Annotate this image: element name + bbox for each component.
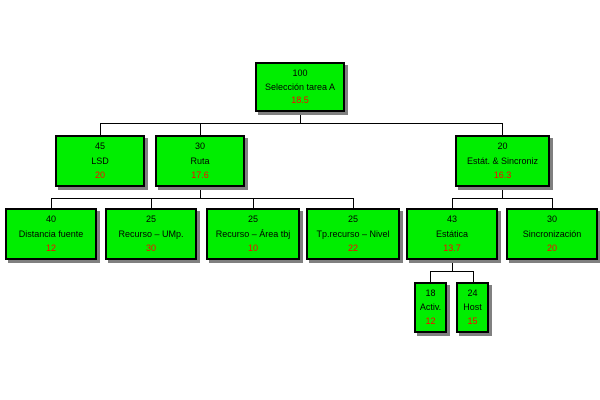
node-label: Estát. & Sincroniz xyxy=(466,155,539,166)
connector-line xyxy=(300,112,301,123)
connector-line xyxy=(502,187,503,198)
connector-line xyxy=(151,198,152,208)
node-weight: 25 xyxy=(347,214,358,224)
connector-line xyxy=(430,271,474,272)
connector-line xyxy=(51,198,52,208)
node-lsd: 45 LSD 20 xyxy=(55,135,145,187)
node-estat-sincroniz: 20 Estát. & Sincroniz 16.3 xyxy=(455,135,550,187)
node-ruta: 30 Ruta 17.6 xyxy=(155,135,245,187)
node-value: 16.3 xyxy=(493,170,512,180)
node-value: 17.6 xyxy=(191,170,209,180)
node-weight: 43 xyxy=(446,214,457,224)
node-value: 18.5 xyxy=(291,95,309,105)
node-value: 22 xyxy=(347,243,358,253)
connector-line xyxy=(200,123,201,135)
node-label: Distancia fuente xyxy=(18,228,84,239)
node-value: 12 xyxy=(45,243,56,253)
node-estatica: 43 Estática 13.7 xyxy=(406,208,498,260)
node-value: 12 xyxy=(425,316,436,326)
connector-line xyxy=(253,198,254,208)
connector-line xyxy=(452,198,553,199)
node-value: 15 xyxy=(467,316,478,326)
node-weight: 40 xyxy=(45,214,56,224)
node-tprecurso-nivel: 25 Tp.recurso – Nivel 22 xyxy=(306,208,400,260)
node-weight: 25 xyxy=(247,214,258,224)
connector-line xyxy=(452,198,453,208)
node-weight: 30 xyxy=(546,214,557,224)
connector-line xyxy=(502,123,503,135)
connector-line xyxy=(452,260,453,271)
node-weight: 24 xyxy=(467,288,478,298)
node-label: Selección tarea A xyxy=(264,81,336,92)
connector-line xyxy=(473,271,474,282)
node-weight: 45 xyxy=(94,141,105,151)
node-label: Recurso – UMp. xyxy=(118,228,184,239)
node-sincronizacion: 30 Sincronización 20 xyxy=(506,208,598,260)
node-weight: 30 xyxy=(194,141,205,151)
node-value: 10 xyxy=(247,243,258,253)
node-host: 24 Host 15 xyxy=(456,282,489,333)
node-label: Tp.recurso – Nivel xyxy=(316,228,390,239)
node-label: Estática xyxy=(435,228,468,239)
node-recurso-area-tbj: 25 Recurso – Área tbj 10 xyxy=(206,208,300,260)
connector-line xyxy=(51,198,354,199)
node-label: Activ. xyxy=(419,302,442,312)
node-distancia-fuente: 40 Distancia fuente 12 xyxy=(5,208,97,260)
node-value: 13.7 xyxy=(443,243,461,253)
connector-line xyxy=(552,198,553,208)
node-recurso-ump: 25 Recurso – UMp. 30 xyxy=(105,208,197,260)
node-weight: 20 xyxy=(497,141,508,151)
node-weight: 18 xyxy=(425,288,436,298)
connector-line xyxy=(200,187,201,198)
node-value: 20 xyxy=(94,170,105,180)
connector-line xyxy=(430,271,431,282)
node-value: 30 xyxy=(145,243,156,253)
connector-line xyxy=(100,123,503,124)
node-label: Ruta xyxy=(190,155,210,166)
node-seleccion-tarea-a: 100 Selección tarea A 18.5 xyxy=(255,62,345,112)
connector-line xyxy=(100,123,101,135)
node-weight: 100 xyxy=(292,68,308,78)
node-label: Host xyxy=(463,302,482,312)
node-label: Recurso – Área tbj xyxy=(215,228,291,239)
connector-line xyxy=(353,198,354,208)
node-weight: 25 xyxy=(145,214,156,224)
node-label: Sincronización xyxy=(522,228,582,239)
node-label: LSD xyxy=(91,155,109,166)
node-value: 20 xyxy=(546,243,557,253)
node-activ: 18 Activ. 12 xyxy=(414,282,447,333)
